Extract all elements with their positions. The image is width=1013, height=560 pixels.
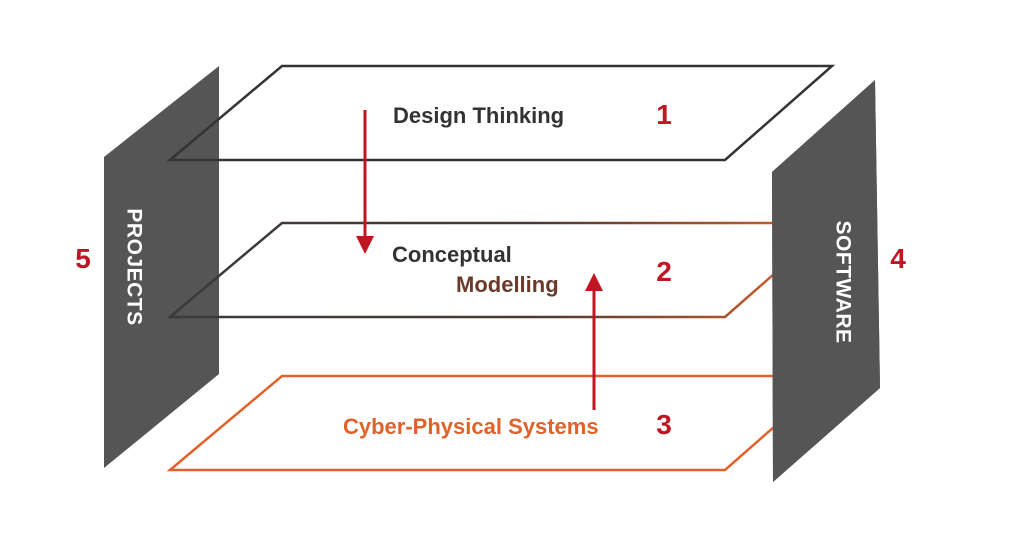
layer-number-2: 2 (656, 256, 672, 287)
design-thinking-plane (166, 64, 836, 162)
modelling-label: Modelling (456, 272, 559, 297)
conceptual-modelling-plane (166, 221, 836, 319)
projects-panel-label: PROJECTS (122, 208, 145, 325)
cyber-physical-label: Cyber-Physical Systems (343, 414, 599, 439)
projects-panel (104, 66, 219, 468)
conceptual-label: Conceptual (392, 242, 512, 267)
panel-number-4: 4 (890, 243, 906, 274)
layer-number-3: 3 (656, 409, 672, 440)
design-thinking-label: Design Thinking (393, 103, 564, 128)
panel-number-5: 5 (75, 243, 91, 274)
software-panel-front (772, 80, 880, 482)
software-panel-label-front: SOFTWARE (831, 221, 854, 344)
layer-number-1: 1 (656, 99, 672, 130)
